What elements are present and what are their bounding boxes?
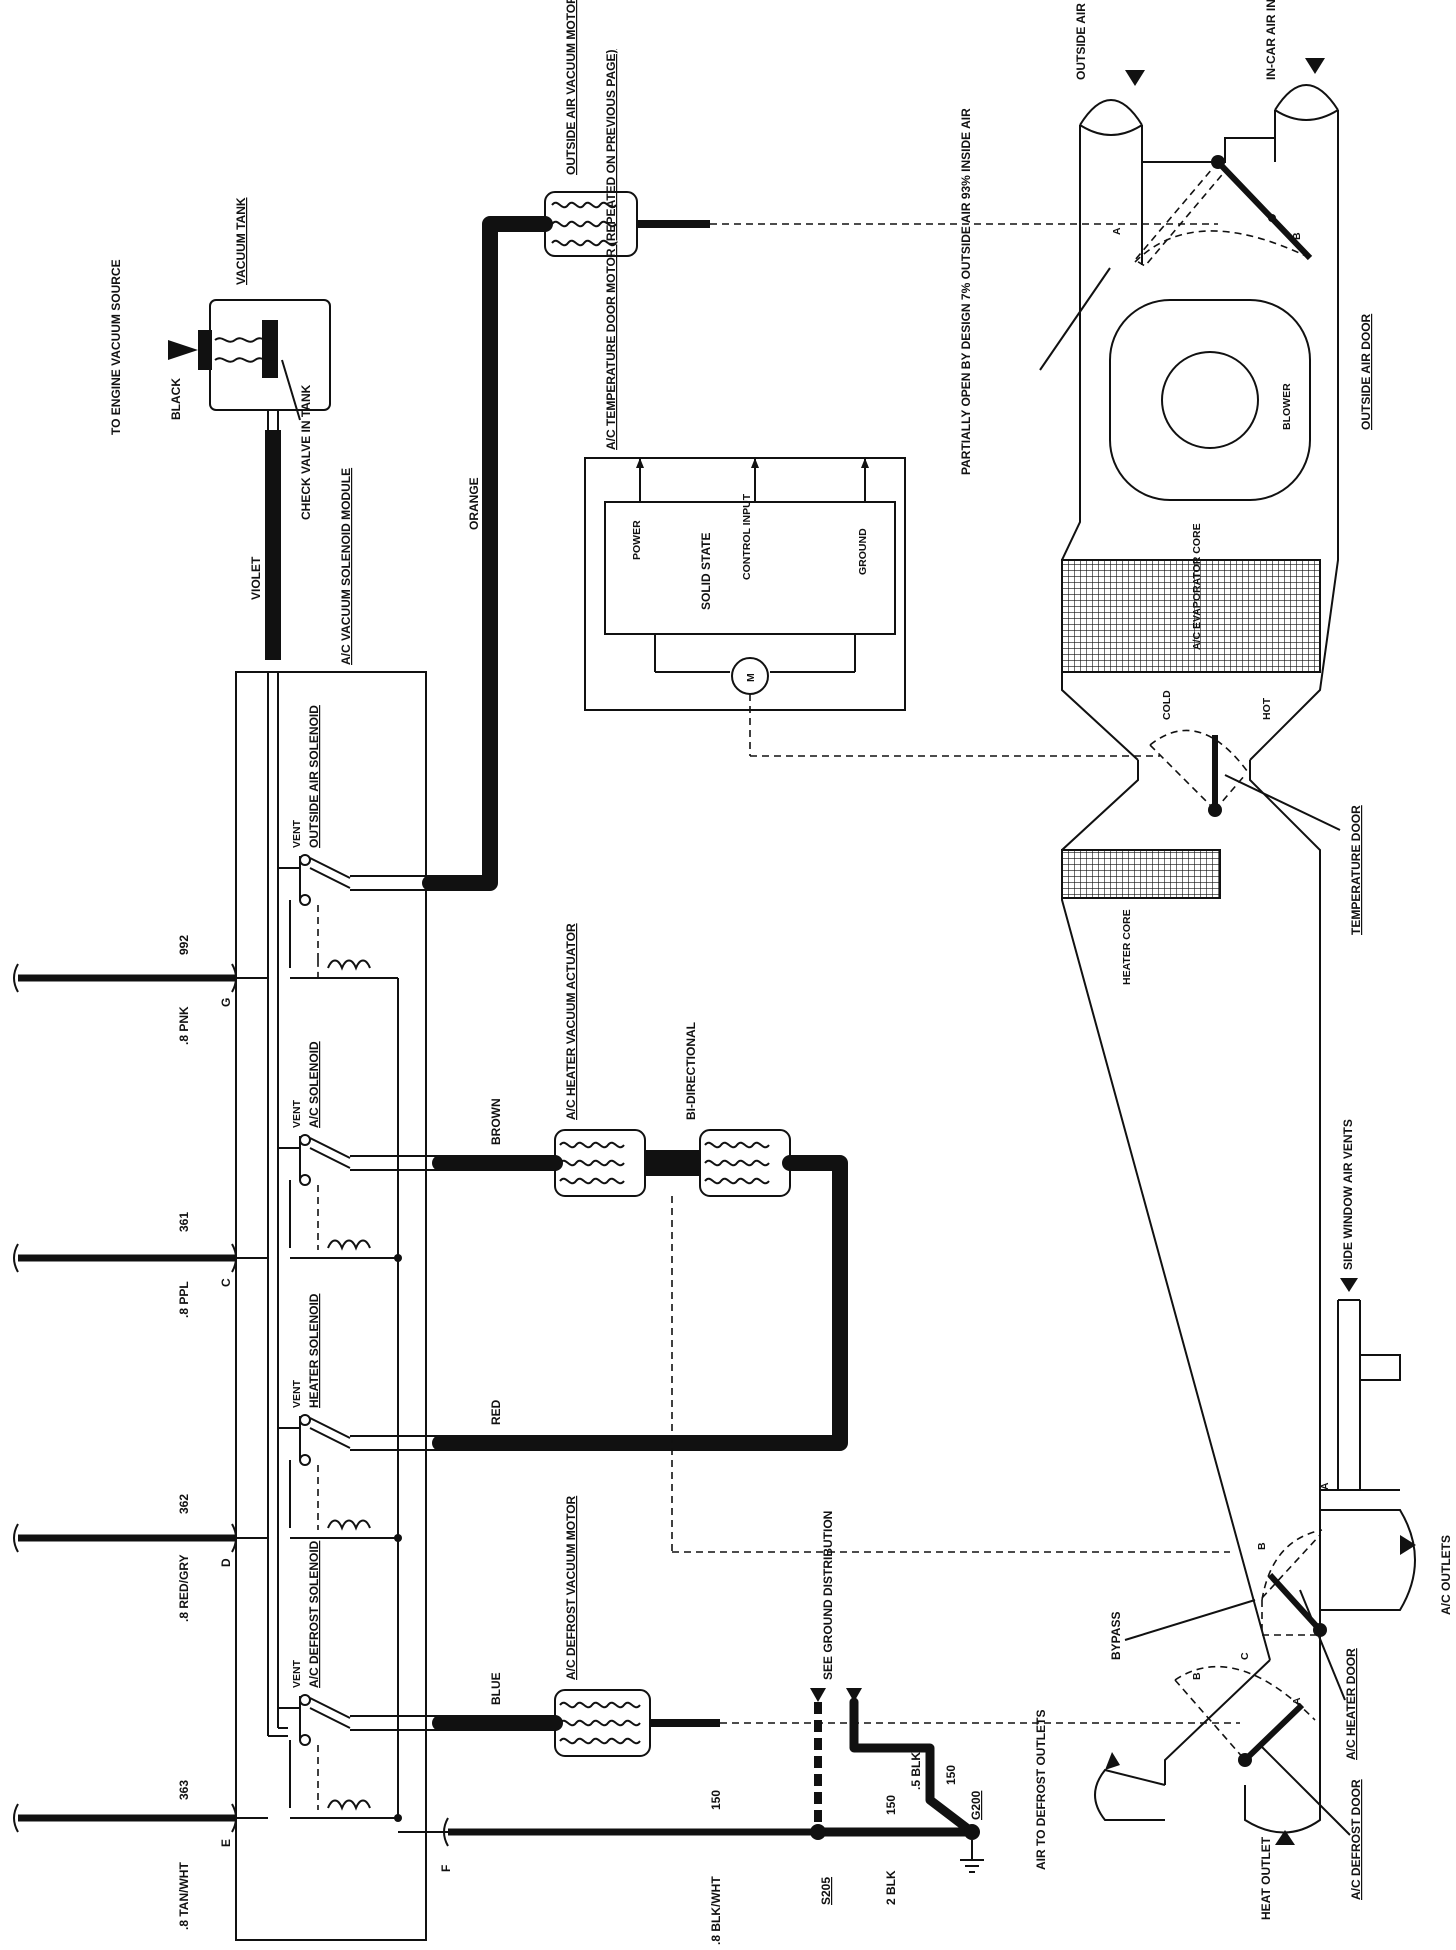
heater-core-label: HEATER CORE	[1121, 909, 1133, 985]
door-b-heater: B	[1256, 1542, 1268, 1550]
wire-label-362: .8 RED/GRY	[177, 1554, 191, 1622]
wire-circuit-363: 363	[177, 1780, 191, 1800]
wire-label-992: .8 PNK	[177, 1006, 191, 1045]
heat-outlet-label: HEAT OUTLET	[1259, 1836, 1273, 1920]
outside-air-inlet-label: OUTSIDE AIR INLET	[1074, 0, 1088, 80]
ac-defrost-door-label: A/C DEFROST DOOR	[1349, 1779, 1363, 1900]
outside-air-solenoid-label: OUTSIDE AIR SOLENOID	[307, 705, 321, 848]
wire-circuit-150: 150	[709, 1790, 723, 1810]
heater-actuator-label: A/C HEATER VACUUM ACTUATOR	[564, 923, 578, 1120]
ground-label: GROUND	[857, 528, 869, 575]
blue-label: BLUE	[489, 1672, 503, 1705]
duct-labels: OUTSIDE AIR INLET IN-CAR AIR INLET OUTSI…	[959, 0, 1453, 1920]
heater-solenoid-vent: VENT	[291, 1379, 303, 1408]
outside-air-vacuum-motor: OUTSIDE AIR VACUUM MOTOR	[544, 0, 1218, 257]
defrost-solenoid-vent: VENT	[291, 1659, 303, 1688]
outside-air-solenoid: VENT OUTSIDE AIR SOLENOID	[278, 705, 430, 979]
ground-g200: G200	[969, 1790, 983, 1820]
terminal-e: E	[219, 1839, 233, 1847]
ac-solenoid: VENT A/C SOLENOID	[278, 1041, 440, 1259]
solenoid-module: A/C VACUUM SOLENOID MODULE	[235, 468, 427, 1941]
violet-hose: VIOLET	[249, 430, 281, 660]
vacuum-tank-label: VACUUM TANK	[234, 197, 248, 285]
in-car-air-inlet-label: IN-CAR AIR INLET	[1264, 0, 1278, 80]
wire-circuit-361: 361	[177, 1212, 191, 1232]
outside-air-solenoid-vent: VENT	[291, 819, 303, 848]
wire-g-992	[13, 963, 268, 993]
ac-solenoid-label: A/C SOLENOID	[307, 1041, 321, 1128]
blower-label: BLOWER	[1281, 383, 1293, 430]
temp-door-motor-label: A/C TEMPERATURE DOOR MOTOR (REPEATED ON …	[604, 50, 618, 450]
defrost-motor-label: A/C DEFROST VACUUM MOTOR	[564, 1495, 578, 1680]
outside-air-door-label: OUTSIDE AIR DOOR	[1359, 313, 1373, 430]
bypass-label: BYPASS	[1109, 1612, 1123, 1660]
side-window-vents-label: SIDE WINDOW AIR VENTS	[1341, 1119, 1355, 1270]
control-input-label: CONTROL INPUT	[741, 493, 753, 580]
ac-heater-door-label: A/C HEATER DOOR	[1344, 1648, 1358, 1760]
air-to-defrost-label: AIR TO DEFROST OUTLETS	[1034, 1710, 1048, 1870]
door-c-heater: C	[1239, 1652, 1251, 1660]
evaporator-core	[1061, 559, 1321, 673]
defrost-vacuum-motor: BLUE A/C DEFROST VACUUM MOTOR	[432, 1495, 1240, 1757]
terminal-f: F	[439, 1865, 453, 1872]
hot-label: HOT	[1261, 697, 1273, 720]
orange-hose: ORANGE	[422, 216, 553, 891]
motor-m-label: M	[745, 673, 757, 682]
wire-f-150	[418, 1817, 818, 1847]
temperature-door-label: TEMPERATURE DOOR	[1349, 805, 1363, 935]
heater-actuator: BROWN RED A/C HEATER VACUUM ACTUATOR BI-…	[432, 923, 1230, 1553]
ground-150-a: 150	[884, 1795, 898, 1815]
wire-circuit-362: 362	[177, 1494, 191, 1514]
power-label: POWER	[631, 520, 643, 560]
air-duct: A B BLOWER A/C EVAPORATOR CORE COLD HOT …	[1061, 58, 1416, 1845]
defrost-solenoid-label: A/C DEFROST SOLENOID	[307, 1540, 321, 1688]
splice-s205: S205	[819, 1877, 833, 1905]
ground-2blk: 2 BLK	[884, 1870, 898, 1905]
terminal-d: D	[219, 1558, 233, 1567]
ac-outlets-label: A/C OUTLETS	[1439, 1535, 1453, 1615]
ground-5blk: .5 BLK	[909, 1752, 923, 1790]
wire-circuit-992: 992	[177, 935, 191, 955]
ground-150-b: 150	[944, 1765, 958, 1785]
evaporator-label: A/C EVAPORATOR CORE	[1191, 523, 1203, 650]
partially-open-label: PARTIALLY OPEN BY DESIGN 7% OUTSIDE AIR …	[959, 108, 973, 475]
ground-distribution: SEE GROUND DISTRIBUTION S205 2 BLK 150 .…	[810, 1511, 984, 1905]
defrost-solenoid: VENT A/C DEFROST SOLENOID	[278, 1540, 440, 1819]
solenoid-module-label: A/C VACUUM SOLENOID MODULE	[339, 468, 353, 665]
cold-label: COLD	[1161, 690, 1173, 720]
heater-solenoid: VENT HEATER SOLENOID	[278, 1293, 440, 1539]
terminal-c: C	[219, 1278, 233, 1287]
door-a-defrost: A	[1291, 1697, 1303, 1705]
solid-state-label: SOLID STATE	[699, 532, 713, 610]
door-b-defrost: B	[1191, 1672, 1203, 1680]
wire-d-362	[13, 1523, 268, 1553]
engine-vacuum-source-label: TO ENGINE VACUUM SOURCE	[109, 259, 123, 435]
door-a-outside: A	[1111, 227, 1123, 235]
wire-labels: .8 PNK 992 G .8 PPL 361 C .8 RED/GRY 362…	[177, 935, 723, 1945]
terminal-g: G	[219, 998, 233, 1007]
door-b-outside: B	[1291, 232, 1303, 240]
ac-solenoid-vent: VENT	[291, 1099, 303, 1128]
black-hose-label: BLACK	[169, 378, 183, 420]
check-valve-label: CHECK VALVE IN TANK	[299, 384, 313, 520]
wire-label-361: .8 PPL	[177, 1281, 191, 1318]
door-a-heater: A	[1319, 1482, 1331, 1490]
wire-e-363	[13, 1803, 268, 1833]
vacuum-tank: VACUUM TANK BLACK TO ENGINE VACUUM SOURC…	[109, 197, 331, 520]
bi-directional-label: BI-DIRECTIONAL	[684, 1022, 698, 1120]
see-ground-label: SEE GROUND DISTRIBUTION	[821, 1511, 835, 1680]
brown-label: BROWN	[489, 1098, 503, 1145]
orange-label: ORANGE	[467, 477, 481, 530]
heater-solenoid-label: HEATER SOLENOID	[307, 1293, 321, 1408]
violet-label: VIOLET	[249, 556, 263, 600]
wire-label-363: .8 TAN/WHT	[177, 1862, 191, 1930]
red-label: RED	[489, 1399, 503, 1425]
wire-c-361	[13, 1243, 268, 1273]
outside-air-motor-label: OUTSIDE AIR VACUUM MOTOR	[564, 0, 578, 175]
wire-label-150: .8 BLK/WHT	[709, 1876, 723, 1945]
temp-door-motor: M POWER CONTROL INPUT GROUND SOLID STATE…	[584, 50, 1160, 757]
